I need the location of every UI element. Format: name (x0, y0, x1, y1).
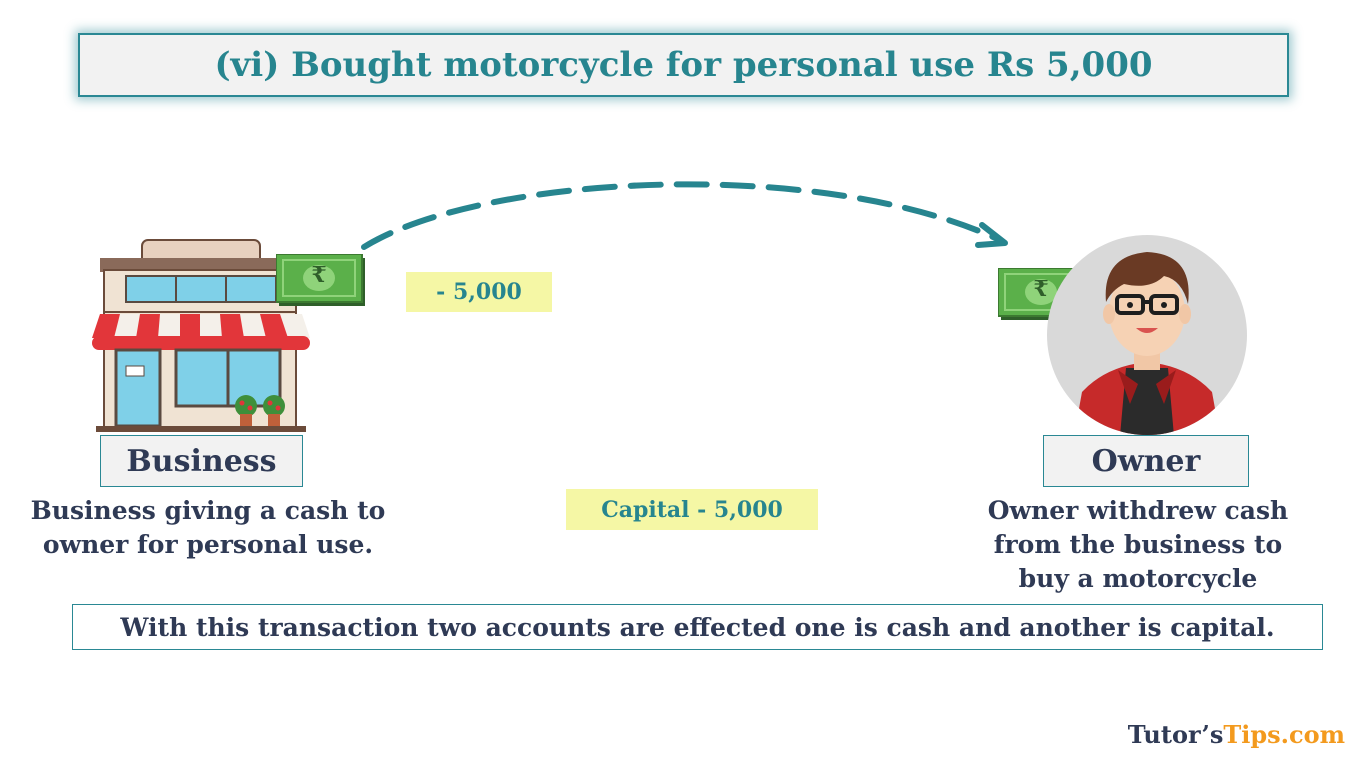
owner-description-line: from the business to (993, 530, 1283, 559)
title-banner: (vi) Bought motorcycle for personal use … (78, 33, 1289, 97)
brand-part2: Tips.com (1223, 720, 1345, 749)
transfer-arrow (361, 181, 1008, 250)
owner-description-line: buy a motorcycle (1018, 564, 1258, 593)
currency-symbol: ₹ (1033, 276, 1049, 302)
brand-part1: Tutor’s (1127, 720, 1224, 749)
page-title: (vi) Bought motorcycle for personal use … (214, 45, 1153, 85)
note-box: With this transaction two accounts are e… (72, 604, 1323, 650)
currency-symbol: ₹ (311, 262, 327, 288)
capital-change-badge: Capital - 5,000 (566, 489, 818, 530)
owner-description: Owner withdrew cash from the business to… (968, 494, 1308, 596)
owner-avatar-icon (1047, 235, 1247, 435)
capital-change-text: Capital - 5,000 (601, 496, 783, 523)
cash-change-badge: - 5,000 (406, 272, 552, 312)
banknote-icon: ₹ (276, 254, 366, 306)
owner-label-box: Owner (1043, 435, 1249, 487)
note-text: With this transaction two accounts are e… (120, 612, 1275, 642)
business-label: Business (126, 443, 277, 479)
business-description-line: owner for personal use. (42, 530, 374, 559)
cash-change-text: - 5,000 (436, 279, 522, 305)
business-description: Business giving a cash to owner for pers… (18, 494, 398, 562)
brand-logo: Tutor’sTips.com (1128, 720, 1345, 749)
owner-description-line: Owner withdrew cash (987, 496, 1289, 525)
business-label-box: Business (100, 435, 303, 487)
business-description-line: Business giving a cash to (30, 496, 386, 525)
owner-label: Owner (1091, 443, 1201, 479)
